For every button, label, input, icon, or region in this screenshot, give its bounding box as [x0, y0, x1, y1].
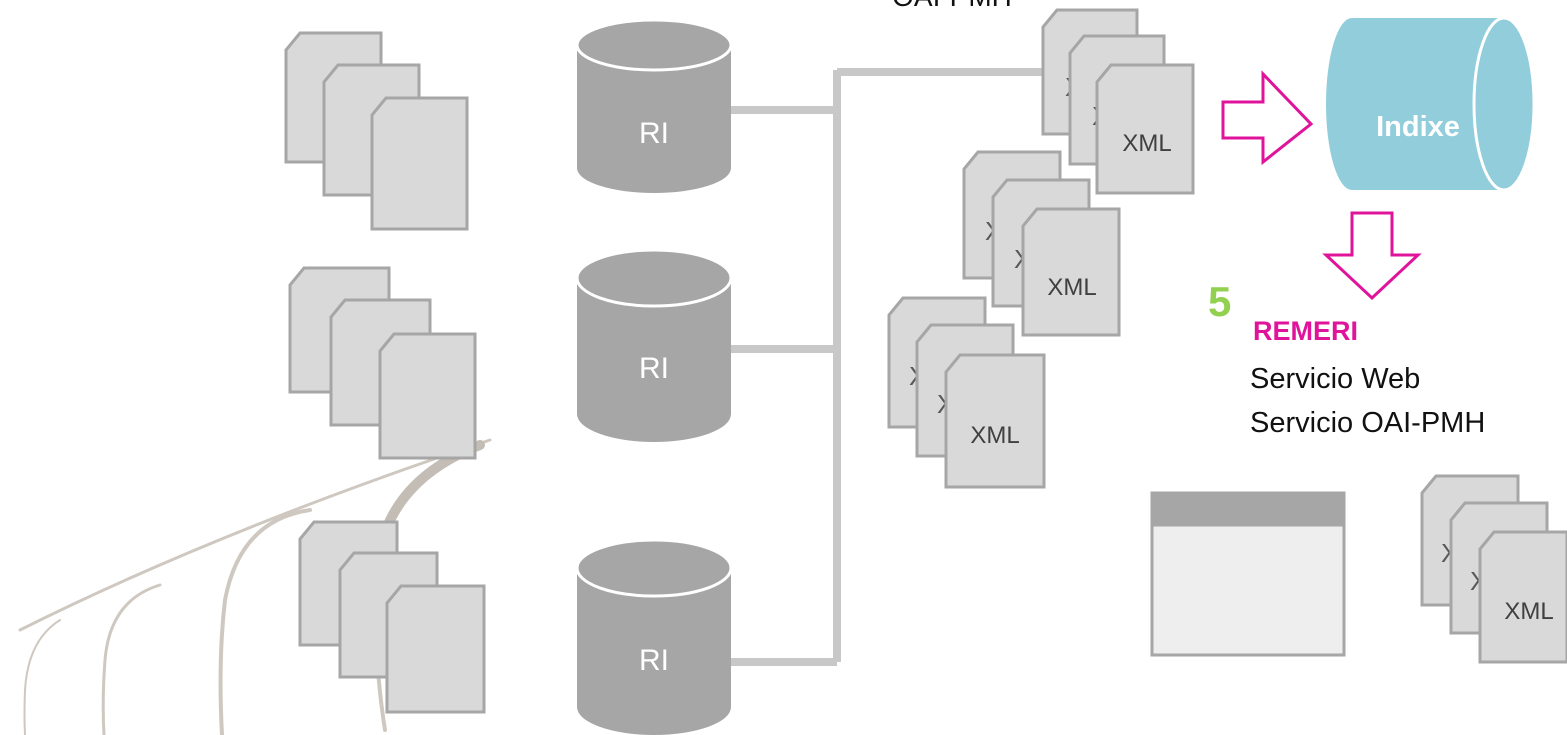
xml-document-icon	[1095, 63, 1195, 195]
repository-3: RI	[575, 538, 733, 735]
repository-1: RI	[575, 18, 733, 193]
document-icon	[378, 332, 477, 460]
remeri-title: REMERI	[1253, 316, 1358, 346]
repository-2: RI	[575, 248, 733, 442]
index-label: Indixe	[1376, 111, 1460, 143]
database-icon	[577, 278, 731, 442]
oai-pmh-top-label: OAI-PMH	[892, 0, 1012, 12]
xml-stack-4: X X XML	[1420, 474, 1567, 664]
document-icon	[385, 584, 486, 714]
browser-window-titlebar	[1150, 491, 1346, 527]
document-stack-2	[288, 266, 477, 460]
repository-label: RI	[639, 117, 669, 150]
xml-stack-1: X X XML	[1041, 8, 1195, 195]
xml-document-label: XML	[1122, 130, 1171, 157]
xml-stack-2: X X XML	[962, 150, 1121, 337]
xml-document-icon	[1021, 207, 1121, 337]
document-stack-3	[298, 520, 486, 714]
document-stack-1	[284, 31, 469, 231]
xml-stack-3: X X XML	[887, 296, 1046, 489]
connector-lines	[730, 68, 1045, 666]
database-icon	[577, 568, 731, 735]
database-icon	[577, 45, 731, 193]
service-web-label: Servicio Web	[1250, 363, 1420, 395]
service-oai-pmh-label: Servicio OAI-PMH	[1250, 407, 1485, 439]
step-number: 5	[1208, 278, 1231, 325]
xml-document-icon	[1478, 530, 1567, 664]
xml-document-icon	[944, 353, 1046, 489]
arrow-down-icon	[1322, 211, 1422, 301]
document-icon	[370, 96, 469, 231]
xml-document-label: XML	[1504, 598, 1553, 625]
repository-label: RI	[639, 352, 669, 385]
repository-label: RI	[639, 644, 669, 677]
index-cylinder: Indixe	[1326, 16, 1536, 192]
xml-document-label: XML	[1047, 274, 1096, 301]
arrow-right-icon	[1221, 70, 1314, 166]
browser-window	[1150, 491, 1346, 657]
xml-document-label: XML	[970, 422, 1019, 449]
